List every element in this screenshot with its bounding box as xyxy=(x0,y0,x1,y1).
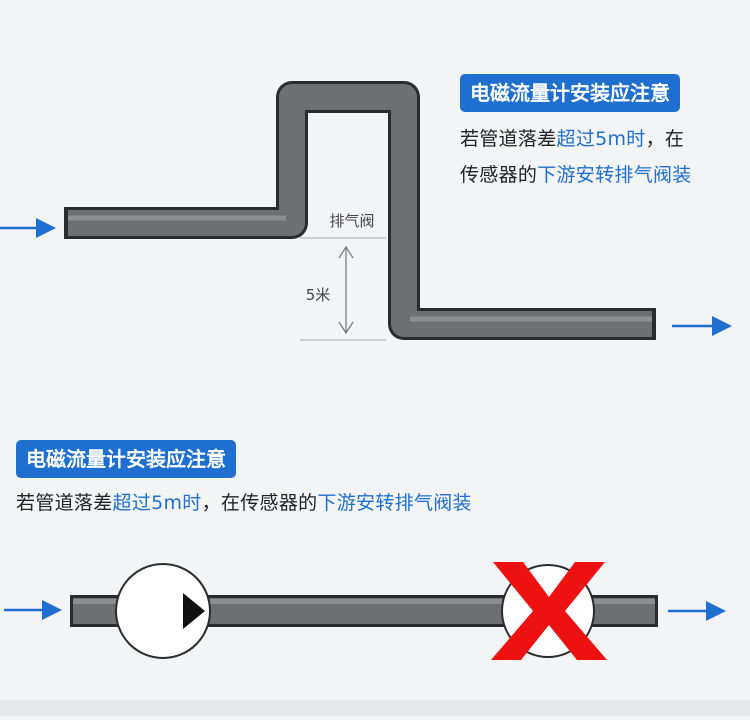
height-label: 5米 xyxy=(306,286,331,304)
wrong-valve xyxy=(491,562,607,660)
highlight-segment: 超过5m时 xyxy=(556,128,646,150)
top-notice-line2: 传感器的下游安转排气阀装 xyxy=(460,160,692,187)
bottom-band xyxy=(0,700,750,716)
top-notice-line1: 若管道落差超过5m时，在 xyxy=(460,124,684,151)
text-segment: ，在传感器的 xyxy=(201,492,318,514)
highlight-segment: 下游安转排气阀装 xyxy=(537,164,692,186)
play-triangle-icon xyxy=(183,593,205,629)
text-segment: ，在 xyxy=(645,128,685,150)
text-segment: 传感器的 xyxy=(460,164,538,186)
top-pipe xyxy=(64,81,656,340)
flowmeter xyxy=(115,563,211,659)
top-notice-badge: 电磁流量计安装应注意 xyxy=(460,74,680,112)
red-cross-icon xyxy=(491,562,607,660)
bottom-notice-line: 若管道落差超过5m时，在传感器的下游安转排气阀装 xyxy=(16,488,472,515)
height-dimension xyxy=(300,237,386,341)
valve-label: 排气阀 xyxy=(329,212,374,230)
bottom-notice-badge: 电磁流量计安装应注意 xyxy=(16,440,236,478)
highlight-segment: 超过5m时 xyxy=(112,492,202,514)
text-segment: 若管道落差 xyxy=(460,128,557,150)
text-segment: 若管道落差 xyxy=(16,492,113,514)
highlight-segment: 下游安转排气阀装 xyxy=(317,492,472,514)
